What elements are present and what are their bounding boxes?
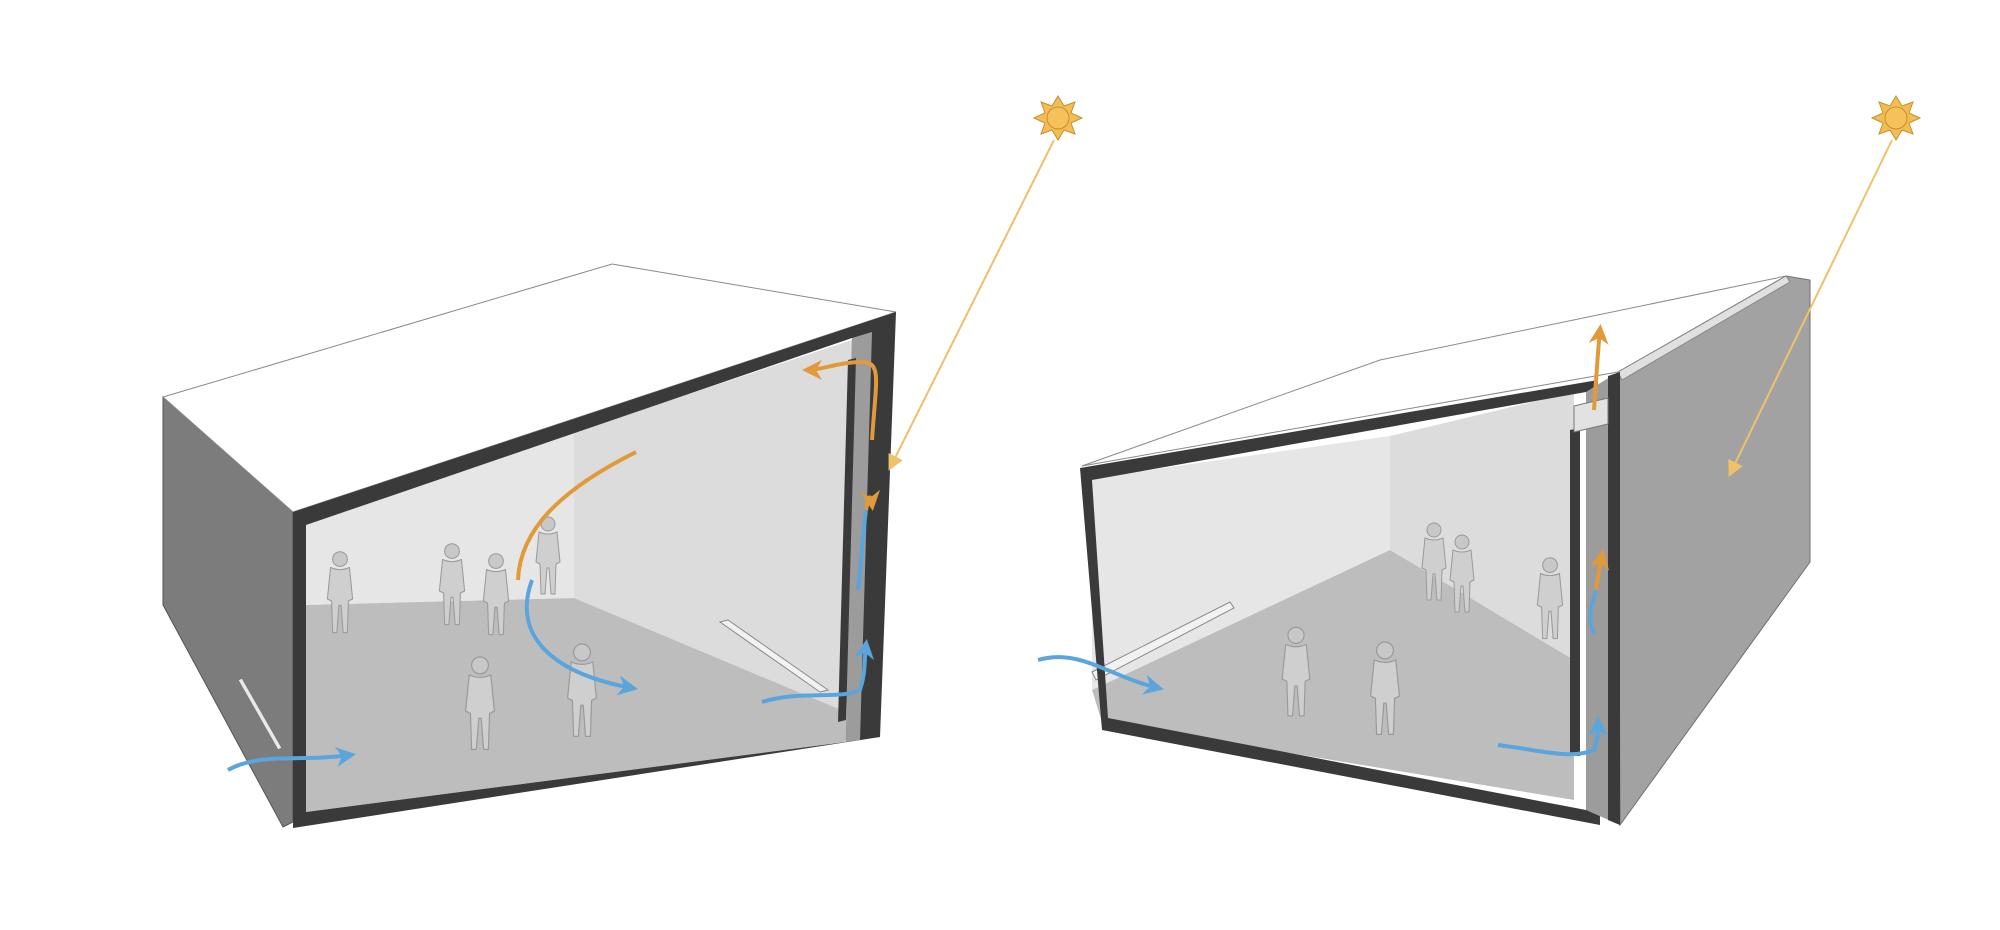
left-cool-air-inlet — [227, 747, 356, 772]
right-cool-air-cavity-rise — [1588, 589, 1598, 635]
right-cool-air-cavity-inlet — [1497, 716, 1608, 757]
right-sun-icon — [1870, 95, 1922, 141]
right-back-wall — [1390, 392, 1574, 660]
left-sun-icon — [1032, 95, 1084, 141]
right-side-wall — [1092, 436, 1390, 690]
right-warm-air-outlet — [1588, 324, 1609, 411]
left-cool-air-cavity-rise — [856, 509, 868, 591]
right-facade-outer-leaf — [1608, 372, 1620, 825]
right-solar-ray — [1728, 139, 1893, 477]
right-floor-vent — [1091, 601, 1235, 681]
left-cool-air-floor-flow — [524, 579, 638, 696]
right-top-vent — [1573, 397, 1609, 433]
left-cool-air-cavity-inlet — [761, 639, 875, 704]
left-warm-air-outlet — [802, 359, 878, 441]
left-back-wall — [574, 340, 852, 712]
right-building — [1037, 95, 1922, 827]
right-roof-edge — [1617, 275, 1791, 381]
left-facade-inner-leaf — [838, 358, 856, 722]
right-cool-air-inlet — [1037, 655, 1164, 695]
right-warm-air-cavity — [1589, 549, 1610, 591]
right-floor — [1092, 550, 1574, 800]
left-wall-vent-slot — [237, 677, 283, 751]
left-building — [161, 95, 1084, 828]
left-solar-ray — [888, 139, 1055, 471]
left-warm-air-room — [516, 450, 637, 581]
left-floor-vent — [718, 619, 830, 693]
right-facade-inner-leaf — [1570, 428, 1580, 756]
left-side-wall — [306, 432, 574, 605]
left-warm-air-cavity — [860, 489, 881, 511]
left-section-wall — [293, 312, 896, 828]
